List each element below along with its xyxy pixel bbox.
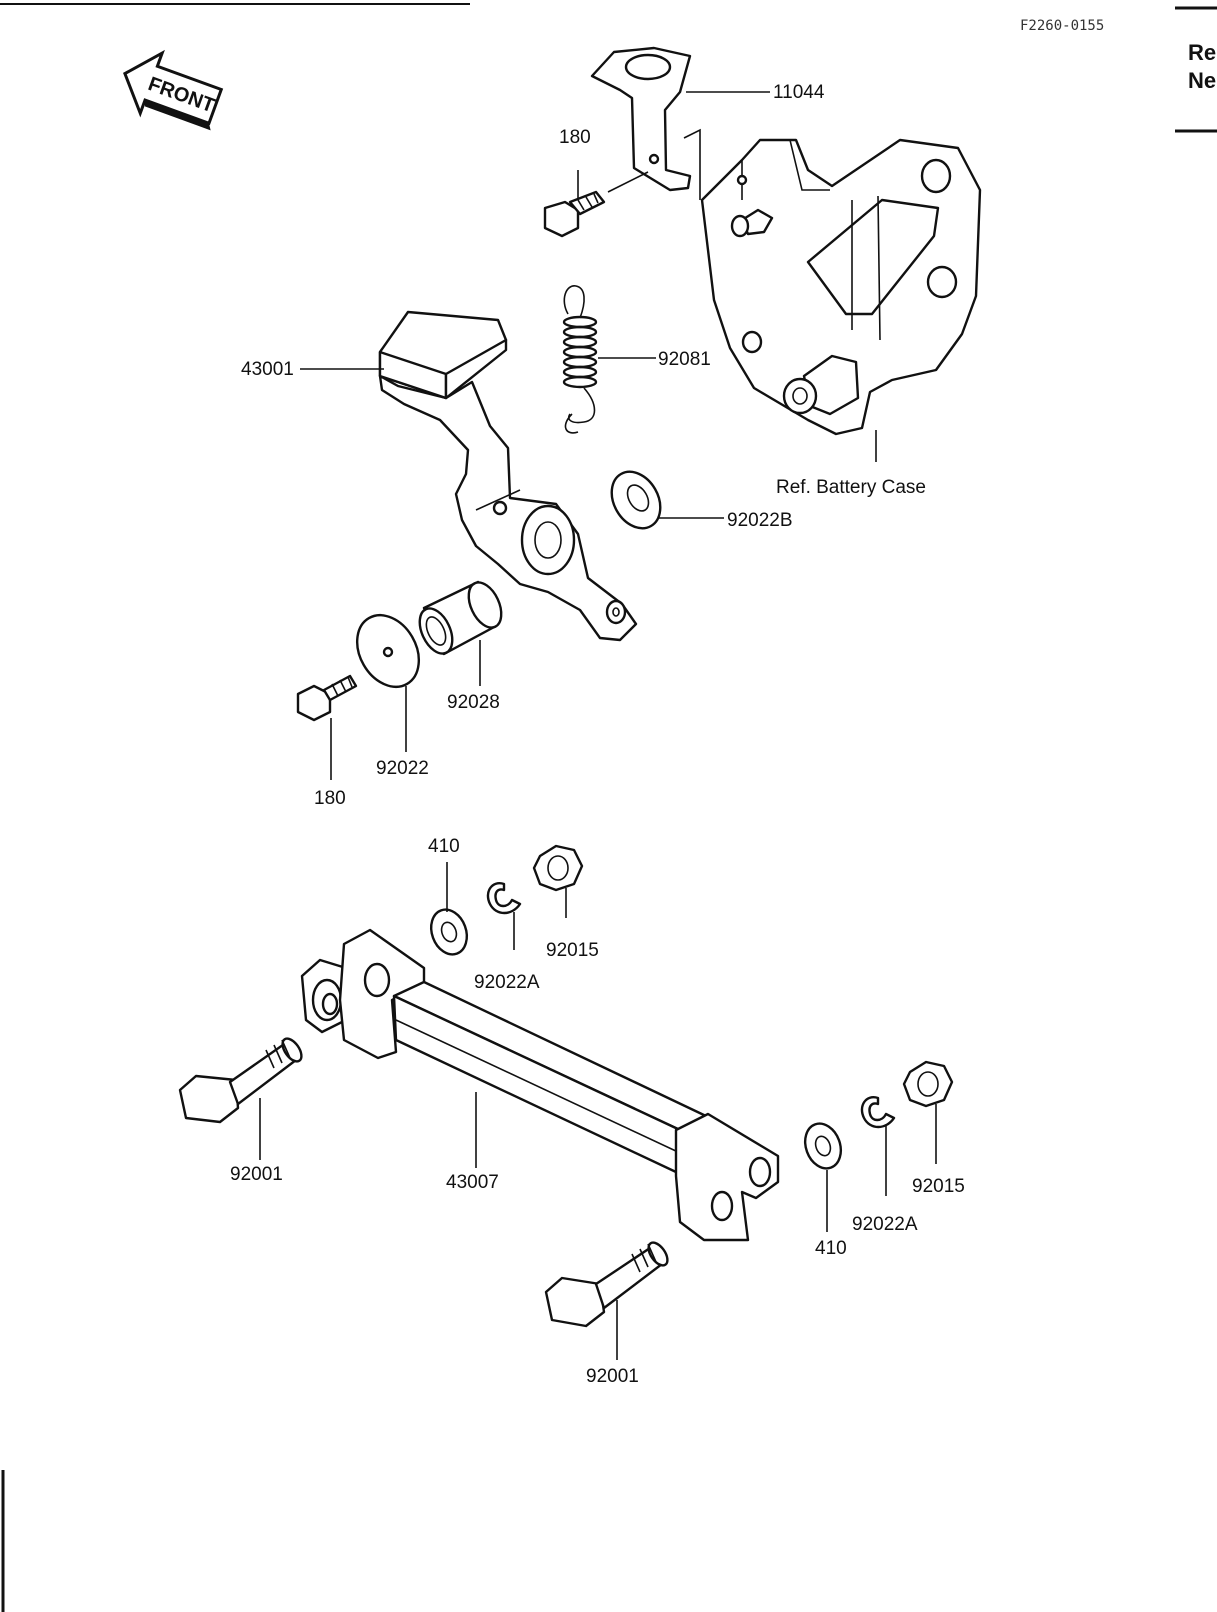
callout-labels: 11044 180 92081 43001 Ref. Battery Case … bbox=[230, 82, 965, 1387]
reference-code: F2260-0155 bbox=[1020, 18, 1104, 34]
part-92015-nut-right bbox=[902, 1060, 954, 1108]
side-text-line-1: Re bbox=[1188, 40, 1216, 65]
callout-92015-right: 92015 bbox=[912, 1176, 965, 1197]
part-92001-bolt-bottom bbox=[544, 1241, 669, 1328]
part-92001-bolt-left bbox=[178, 1037, 303, 1124]
part-180-bolt-lower bbox=[296, 674, 358, 722]
callout-410-right: 410 bbox=[815, 1238, 847, 1259]
callout-92022: 92022 bbox=[376, 758, 429, 779]
callout-11044: 11044 bbox=[773, 82, 825, 103]
callout-43001: 43001 bbox=[241, 359, 294, 380]
part-92022B-washer bbox=[610, 470, 662, 530]
callout-92015-top: 92015 bbox=[546, 940, 599, 961]
callout-410-top: 410 bbox=[428, 836, 460, 857]
part-410-washer-right bbox=[803, 1122, 843, 1170]
front-arrow-icon: FRONT bbox=[123, 49, 224, 131]
part-92028-collar bbox=[418, 580, 503, 656]
callout-92028: 92028 bbox=[447, 692, 500, 713]
callout-92022A-top: 92022A bbox=[474, 972, 540, 993]
callout-92001-left: 92001 bbox=[230, 1164, 283, 1185]
page-frame bbox=[0, 3, 1217, 1612]
callout-battery-case: Ref. Battery Case bbox=[776, 477, 926, 498]
part-92081-spring bbox=[562, 285, 598, 434]
callout-92022B: 92022B bbox=[727, 510, 793, 531]
callout-180-top: 180 bbox=[559, 127, 591, 148]
part-43001-brake-pedal bbox=[378, 310, 638, 642]
callout-180-bottom: 180 bbox=[314, 788, 346, 809]
part-43007-brake-rod bbox=[300, 928, 780, 1242]
part-180-bolt-top bbox=[543, 171, 649, 238]
battery-case-plate bbox=[700, 138, 982, 462]
part-11044-bracket bbox=[590, 46, 701, 200]
side-text-line-2: Ne bbox=[1188, 68, 1216, 93]
part-410-washer-top bbox=[429, 908, 469, 956]
leader-lines bbox=[259, 91, 937, 1360]
part-92022A-circlip-right bbox=[860, 1096, 896, 1129]
part-92022-washer bbox=[355, 614, 421, 688]
callout-92001-bottom: 92001 bbox=[586, 1366, 639, 1387]
callout-92022A-right: 92022A bbox=[852, 1214, 918, 1235]
callout-92081: 92081 bbox=[658, 349, 711, 370]
part-92022A-circlip-top bbox=[486, 882, 522, 915]
part-92015-nut-top bbox=[532, 844, 584, 892]
callout-43007: 43007 bbox=[446, 1172, 499, 1193]
